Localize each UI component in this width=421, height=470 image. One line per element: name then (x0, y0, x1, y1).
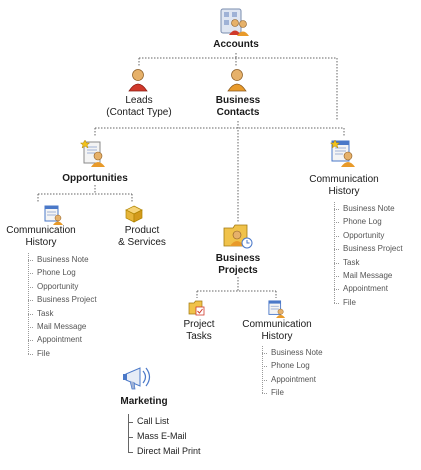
list-item[interactable]: Direct Mail Print (128, 444, 201, 459)
comm-history-left-list: Business Note Phone Log Opportunity Busi… (28, 253, 97, 360)
node-comm-history-left[interactable]: Communication History (0, 225, 84, 249)
list-item[interactable]: Mail Message (28, 320, 97, 333)
list-item[interactable]: Appointment (334, 282, 403, 295)
comm-history-right-label-1: Communication (309, 174, 379, 185)
comm-history-projects-label-2: History (261, 331, 293, 342)
list-item[interactable]: Task (334, 256, 403, 269)
megaphone-icon (123, 367, 151, 390)
project-tasks-label-1: Project (183, 319, 215, 330)
list-item[interactable]: Appointment (28, 333, 97, 346)
node-marketing[interactable]: Marketing (104, 396, 184, 408)
list-item[interactable]: Mass E-Mail (128, 429, 201, 444)
list-item[interactable]: Business Project (28, 293, 97, 306)
red-person-icon (128, 69, 148, 92)
list-item[interactable]: Phone Log (262, 359, 323, 372)
business-projects-label-2: Projects (218, 265, 258, 276)
business-contacts-label-2: Contacts (216, 107, 260, 118)
list-item[interactable]: File (262, 386, 323, 399)
leads-label: Leads (125, 95, 153, 106)
comm-history-left-label-1: Communication (6, 225, 76, 236)
marketing-label: Marketing (120, 396, 168, 407)
list-item[interactable]: Mail Message (334, 269, 403, 282)
project-tasks-label-2: Tasks (186, 331, 212, 342)
list-item[interactable]: Business Project (334, 242, 403, 255)
product-label-1: Product (124, 225, 160, 236)
folder-task-icon (188, 300, 205, 316)
business-projects-label-1: Business (215, 253, 261, 264)
list-item[interactable]: Call List (128, 414, 201, 429)
list-item[interactable]: Phone Log (334, 215, 403, 228)
list-item[interactable]: Business Note (262, 346, 323, 359)
product-label-2: & Services (118, 237, 166, 248)
accounts-label: Accounts (213, 39, 259, 50)
node-leads[interactable]: Leads (Contact Type) (89, 95, 189, 119)
box-icon (125, 205, 143, 223)
node-opportunities[interactable]: Opportunities (50, 173, 140, 185)
document-star-person-icon (80, 139, 105, 167)
node-comm-history-right[interactable]: Communication History (299, 174, 389, 198)
list-item[interactable]: Business Note (334, 202, 403, 215)
node-business-contacts[interactable]: Business Contacts (193, 95, 283, 119)
leads-sublabel: (Contact Type) (106, 107, 172, 118)
comm-history-right-label-2: History (328, 186, 360, 197)
list-item[interactable]: Phone Log (28, 266, 97, 279)
node-product-services[interactable]: Product & Services (102, 225, 182, 249)
opportunities-label: Opportunities (62, 173, 128, 184)
comm-history-right-list: Business Note Phone Log Opportunity Busi… (334, 202, 403, 309)
document-person-clock-icon (268, 300, 286, 318)
list-item[interactable]: Appointment (262, 373, 323, 386)
document-person-clock-icon (330, 139, 355, 167)
people-group-icon (220, 8, 249, 36)
list-item[interactable]: File (334, 296, 403, 309)
list-item[interactable]: Opportunity (334, 229, 403, 242)
list-item[interactable]: Opportunity (28, 280, 97, 293)
folder-person-clock-icon (223, 224, 253, 249)
list-item[interactable]: Task (28, 307, 97, 320)
marketing-list: Call List Mass E-Mail Direct Mail Print (128, 414, 201, 459)
person-icon (227, 69, 247, 92)
node-accounts[interactable]: Accounts (196, 39, 276, 51)
node-project-tasks[interactable]: Project Tasks (169, 319, 229, 343)
comm-history-projects-list: Business Note Phone Log Appointment File (262, 346, 323, 400)
node-comm-history-projects[interactable]: Communication History (234, 319, 320, 343)
list-item[interactable]: File (28, 347, 97, 360)
list-item[interactable]: Business Note (28, 253, 97, 266)
node-business-projects[interactable]: Business Projects (198, 253, 278, 277)
comm-history-projects-label-1: Communication (242, 319, 312, 330)
business-contacts-label-1: Business (215, 95, 261, 106)
comm-history-left-label-2: History (25, 237, 57, 248)
document-person-clock-icon (44, 205, 63, 225)
